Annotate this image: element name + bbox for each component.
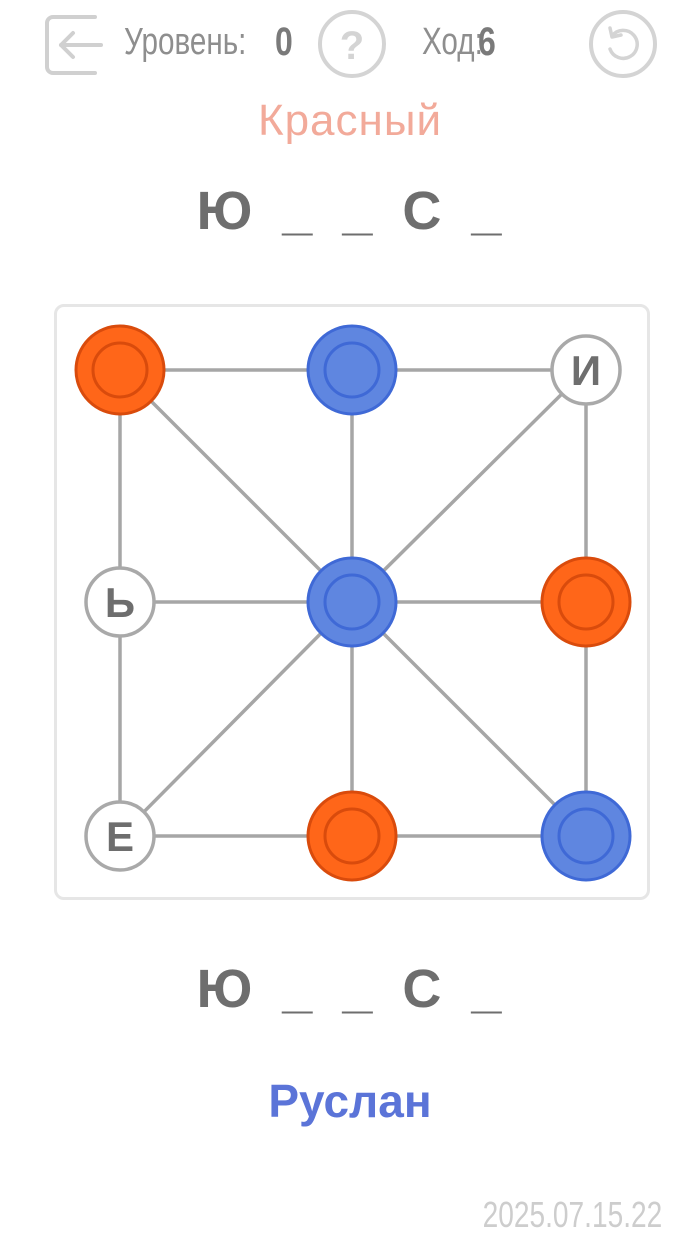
word-letter: _ [342,181,375,241]
word-letter: Ю [196,959,255,1019]
exit-button[interactable] [42,9,104,79]
restart-button[interactable] [588,9,658,79]
word-letter: С [402,959,444,1019]
move-value: 6 [477,19,496,64]
chip-inner-ring [91,341,149,399]
board-node-middle-right[interactable] [540,556,632,648]
blue-chip [540,790,632,882]
word-letter: Ю [196,181,255,241]
version-label: 2025.07.15.22 [482,1194,662,1235]
board-edge [118,368,354,604]
board-node-top-right[interactable]: И [550,334,622,406]
board-node-center[interactable] [306,556,398,648]
node-letter: Ь [105,579,135,626]
word-letter: _ [471,959,504,1019]
player-name: Руслан [268,1075,432,1127]
game-board: И Ь Е [54,304,650,900]
node-letter: И [571,347,601,394]
word-letter: С [402,181,444,241]
board-node-bottom-right[interactable] [540,790,632,882]
exit-arrow-icon [45,15,103,75]
chip-inner-ring [557,573,615,631]
chip-inner-ring [323,341,381,399]
move-indicator: Ход: 6 [422,14,500,70]
opponent-word: Ю _ _ С _ [0,180,700,242]
blue-chip [306,556,398,648]
question-mark-icon: ? [318,10,386,78]
red-chip [540,556,632,648]
chip-inner-ring [557,807,615,865]
move-label: Ход: [422,20,483,63]
word-letter: _ [282,959,315,1019]
board-node-top-center[interactable] [306,324,398,416]
board-edge [350,368,588,604]
word-letter: _ [282,181,315,241]
board-graph: И Ь Е [74,324,632,882]
chip-inner-ring [323,573,381,631]
turn-label: Красный [257,96,443,145]
board-node-bottom-left[interactable]: Е [84,800,156,872]
board-node-middle-left[interactable]: Ь [84,566,156,638]
board-edge [350,600,588,838]
board-edge [118,600,354,838]
player-word: Ю _ _ С _ [0,958,700,1020]
word-letter: _ [471,181,504,241]
top-bar: Уровень: 0 ? Ход: 6 [0,0,700,90]
restart-icon [589,10,657,78]
level-indicator: Уровень: 0 [124,14,297,70]
word-letter: _ [342,959,375,1019]
svg-text:?: ? [340,24,364,68]
chip-inner-ring [323,807,381,865]
blue-chip [306,324,398,416]
level-label: Уровень: [124,20,247,63]
red-chip [74,324,166,416]
board-node-top-left[interactable] [74,324,166,416]
board-node-bottom-center[interactable] [306,790,398,882]
help-button[interactable]: ? [317,9,387,79]
level-value: 0 [274,19,293,64]
red-chip [306,790,398,882]
node-letter: Е [106,813,134,860]
